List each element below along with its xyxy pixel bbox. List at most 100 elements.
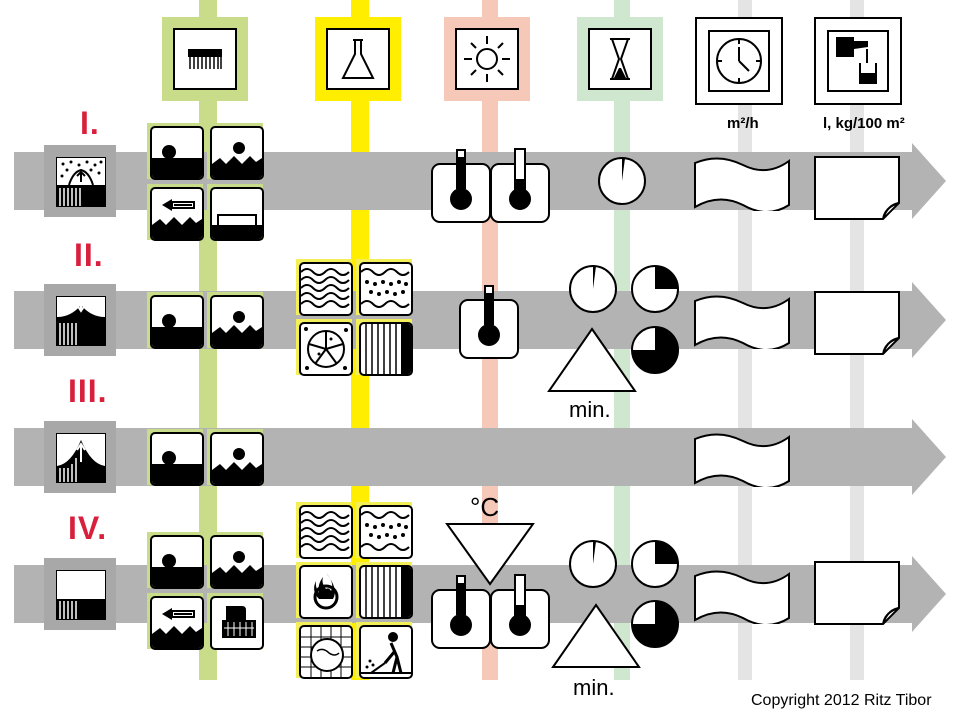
rate-wave-r1 <box>694 157 790 211</box>
flat-surface-icon <box>152 314 202 347</box>
thermometer-low-icon <box>509 148 531 210</box>
burst-icon <box>304 327 348 370</box>
layer-lines-icon <box>365 567 411 617</box>
row-icon-3 <box>44 421 116 493</box>
min-triangle-r2 <box>547 327 637 392</box>
header-sun <box>444 17 530 101</box>
tile-flat-surface-r2 <box>147 292 204 349</box>
time-dial-r1 <box>598 157 646 205</box>
row-label-1: I. <box>80 105 100 141</box>
tile-flat-surface-r4 <box>147 532 204 589</box>
thermometer-low-r1 <box>490 148 550 223</box>
flat-surface-icon <box>152 554 202 587</box>
grinder-icon <box>222 606 256 638</box>
tile-rough-surface-r3 <box>207 429 264 486</box>
copyright-text: Copyright 2012 Ritz Tibor <box>751 692 932 709</box>
pouring-icon <box>827 30 889 92</box>
surface-layer-icon <box>57 599 105 619</box>
min-triangle-r4 <box>551 603 641 668</box>
row-arrow-2 <box>912 282 946 358</box>
level-surface-icon <box>212 214 262 239</box>
flask-icon <box>341 39 375 79</box>
tile-paste-r2 <box>356 259 413 316</box>
header-hourglass <box>577 17 663 101</box>
tile-wave-liquid-r4 <box>296 502 353 559</box>
tile-flat-surface-r3 <box>147 429 204 486</box>
tile-rough-surface-r1 <box>207 123 264 180</box>
thermometer-low-icon <box>509 574 531 636</box>
consumption-sheet-r1 <box>814 156 900 220</box>
clock-icon <box>708 30 770 92</box>
header-clock <box>695 17 783 105</box>
tile-wave-liquid-r2 <box>296 259 353 316</box>
rough-surface-icon <box>212 311 262 347</box>
thermometer-low-r4 <box>490 574 550 649</box>
brush-icon <box>188 49 222 69</box>
thermometer-high-r2 <box>459 285 519 359</box>
liquid-waves-icon <box>301 268 350 308</box>
paste-waves-icon <box>361 268 410 308</box>
worker-icon <box>361 632 411 674</box>
header-pouring <box>814 17 902 105</box>
row-icon-2 <box>44 284 116 356</box>
consumption-sheet-r4 <box>814 561 900 625</box>
time-dial-r4-c <box>631 600 679 648</box>
time-dial-r2-c <box>631 326 679 374</box>
rate-wave-r3 <box>694 433 790 487</box>
tile-lines-r2 <box>356 319 413 376</box>
time-dial-r4-b <box>631 540 679 588</box>
rough-surface-icon <box>212 551 262 587</box>
thermometer-full-icon <box>450 149 472 210</box>
tile-remove-surface-r4 <box>147 593 204 650</box>
sun-icon <box>464 36 510 82</box>
celsius-label: °C <box>470 492 500 522</box>
row-label-4: IV. <box>68 510 108 546</box>
paste-waves-icon <box>361 511 410 551</box>
time-dial-r2-b <box>631 265 679 313</box>
row-label-2: II. <box>74 237 104 273</box>
flat-surface-icon <box>152 451 202 484</box>
tile-rough-surface-r4 <box>207 532 264 589</box>
remove-layer-icon <box>152 199 202 239</box>
tile-flammable-r4 <box>296 562 353 619</box>
tile-remove-surface-r1 <box>147 184 204 241</box>
thermometer-high-r4 <box>431 575 491 649</box>
row-icon-4 <box>44 558 116 630</box>
unit-consumption: l, kg/100 m² <box>823 115 905 132</box>
min-label-r4: min. <box>573 675 615 700</box>
row-arrow-1 <box>912 143 946 219</box>
flame-icon <box>313 573 339 610</box>
hourglass-icon <box>610 38 630 80</box>
tile-level-surface-r1 <box>207 184 264 241</box>
row-arrow-4 <box>912 556 946 632</box>
temperature-triangle-r4 <box>445 523 535 586</box>
time-dial-r2-a <box>569 265 617 313</box>
tile-lines-r4 <box>356 562 413 619</box>
consumption-sheet-r2 <box>814 291 900 355</box>
penetration-icon <box>57 299 105 345</box>
liquid-waves-icon <box>301 511 350 551</box>
tile-burst-r2 <box>296 319 353 376</box>
unit-time-rate: m²/h <box>727 115 759 132</box>
mesh-icon <box>301 627 351 677</box>
header-flask <box>315 17 401 101</box>
min-label-r2: min. <box>569 397 611 422</box>
thermometer-full-icon <box>478 285 500 346</box>
vapour-escape-icon <box>57 160 105 206</box>
header-brush <box>162 17 248 101</box>
rough-surface-icon <box>212 448 262 484</box>
row-arrow-3 <box>912 419 946 495</box>
row-label-3: III. <box>68 373 108 409</box>
thermometer-high-r1 <box>431 149 491 223</box>
tile-rough-surface-r2 <box>207 292 264 349</box>
tile-grinder-r4 <box>207 593 264 650</box>
tile-net-r4 <box>296 622 353 679</box>
layer-lines-icon <box>365 324 411 374</box>
rough-surface-icon <box>212 142 262 178</box>
tile-paste-r4 <box>356 502 413 559</box>
tile-worker-r4 <box>356 622 413 679</box>
rate-wave-r2 <box>694 295 790 349</box>
rate-wave-r4 <box>694 570 790 624</box>
tile-flat-surface-r1 <box>147 123 204 180</box>
remove-layer-icon <box>152 608 202 648</box>
